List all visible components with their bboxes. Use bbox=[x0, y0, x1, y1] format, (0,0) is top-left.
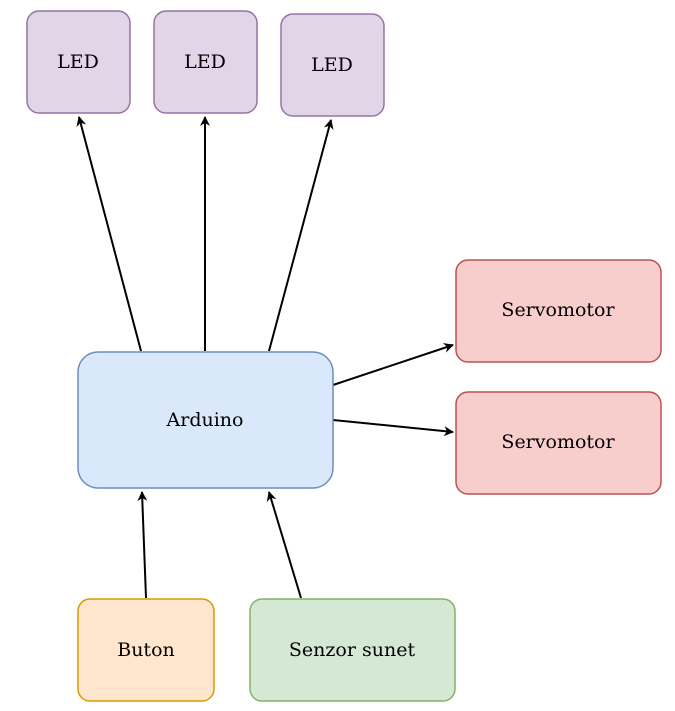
arduino-node-label: Arduino bbox=[166, 409, 244, 431]
sound-sensor-node-shape bbox=[249, 598, 456, 702]
led-node-3-label: LED bbox=[311, 54, 353, 76]
led-node-3-shape bbox=[280, 13, 385, 117]
sound-sensor-node[interactable]: Senzor sunet bbox=[249, 598, 456, 702]
led-node-1-shape bbox=[26, 10, 131, 114]
servomotor-node-1[interactable]: Servomotor bbox=[455, 259, 662, 363]
edge-arduino-to-servo2 bbox=[332, 419, 454, 437]
edge-arduino-to-servo1 bbox=[332, 343, 454, 386]
led-node-2-shape bbox=[153, 10, 258, 114]
button-node-shape bbox=[77, 598, 215, 702]
led-node-2-label: LED bbox=[184, 51, 226, 73]
edges bbox=[76, 116, 454, 599]
edge-arduino-to-led3 bbox=[268, 119, 334, 352]
servomotor-node-2-shape bbox=[455, 391, 662, 495]
button-node[interactable]: Buton bbox=[77, 598, 215, 702]
led-node-3[interactable]: LED bbox=[280, 13, 385, 117]
edge-sound-sensor-to-arduino bbox=[266, 491, 302, 599]
servomotor-node-2[interactable]: Servomotor bbox=[455, 391, 662, 495]
led-node-1-label: LED bbox=[57, 51, 99, 73]
sound-sensor-node-label: Senzor sunet bbox=[289, 639, 416, 661]
edge-button-to-arduino bbox=[137, 491, 148, 599]
led-node-1[interactable]: LED bbox=[26, 10, 131, 114]
servomotor-node-1-shape bbox=[455, 259, 662, 363]
servomotor-node-2-label: Servomotor bbox=[501, 431, 615, 453]
arduino-node-shape bbox=[77, 351, 334, 489]
edge-arduino-to-led1 bbox=[76, 116, 142, 352]
button-node-label: Buton bbox=[117, 639, 175, 661]
arduino-node[interactable]: Arduino bbox=[77, 351, 334, 489]
servomotor-node-1-label: Servomotor bbox=[501, 299, 615, 321]
led-node-2[interactable]: LED bbox=[153, 10, 258, 114]
